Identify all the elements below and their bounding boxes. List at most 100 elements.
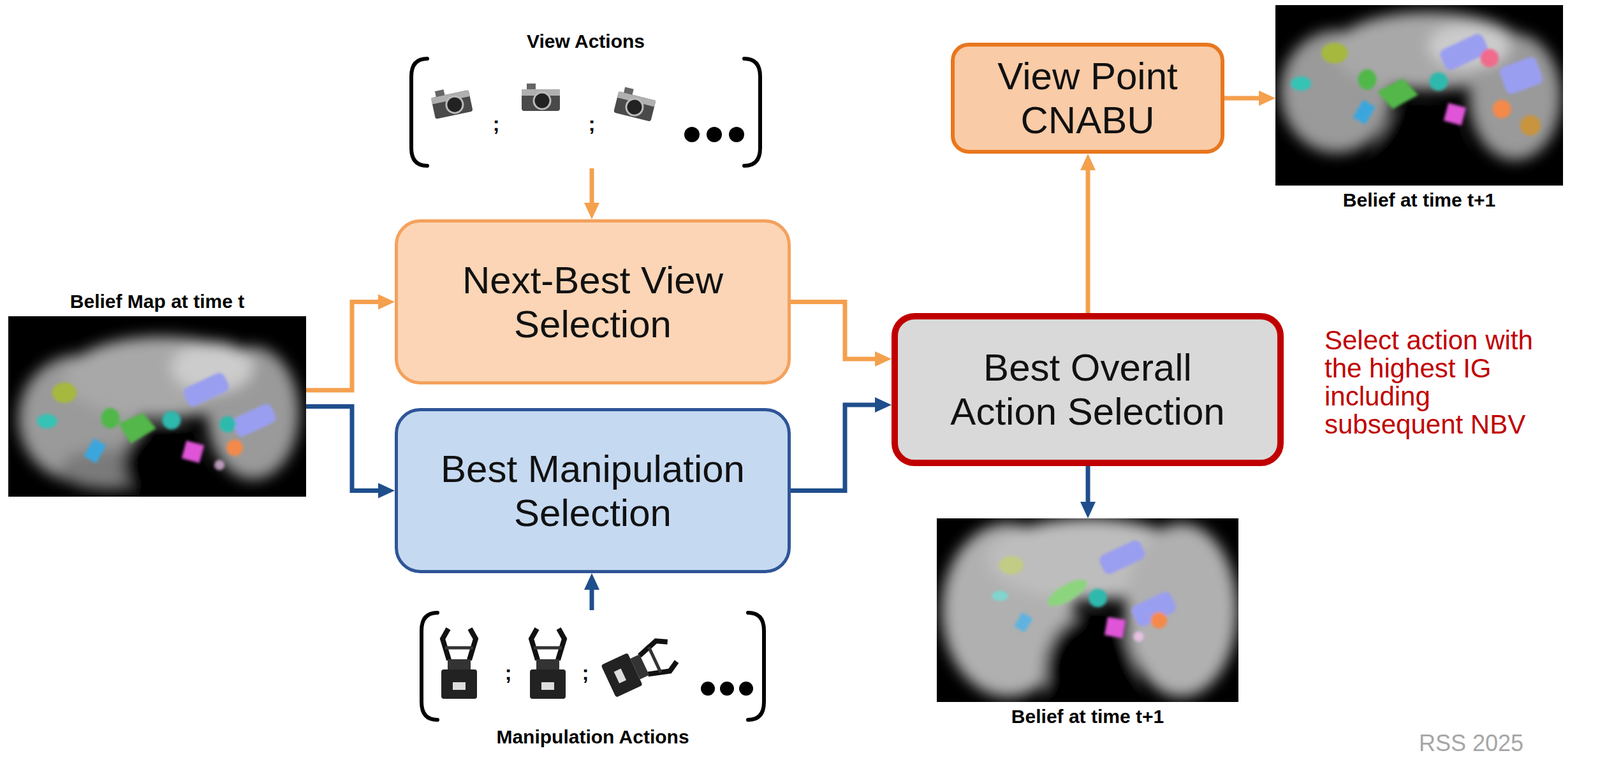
flow-arrow: [1086, 466, 1091, 502]
illustration-part: [1358, 69, 1377, 90]
illustration-part: [1429, 72, 1448, 92]
box-label: Best Manipulation Selection: [410, 447, 775, 536]
belief-map: Belief Map at time t: [8, 316, 307, 497]
illustration-part: [1497, 55, 1544, 96]
illustration-part: [541, 682, 555, 690]
illustration-part: [431, 89, 474, 120]
illustration-part: [452, 682, 466, 690]
illustration-part: [533, 92, 551, 110]
ellipsis-dots: [684, 126, 745, 143]
illustration-part: [36, 371, 279, 471]
illustration-part: [1133, 631, 1144, 643]
illustration-part: [181, 371, 231, 409]
box-label: View Point CNABU: [967, 54, 1208, 143]
image-heading: Belief at time t+1: [1343, 189, 1496, 212]
camera-icon: [521, 83, 560, 111]
illustration-part: [941, 518, 1238, 728]
illustration-part: [1480, 49, 1499, 68]
illustration-part: [411, 58, 428, 166]
illustration-part: [1377, 78, 1419, 110]
selection-box: Best Overall Action Selection: [891, 313, 1284, 467]
illustration-part: [700, 681, 715, 696]
illustration-part: [1492, 100, 1512, 119]
manipulation-actions-bracket: [421, 612, 764, 720]
illustration-part: [181, 440, 205, 463]
illustration-part: [421, 612, 438, 720]
illustration-part: [441, 669, 478, 699]
ellipsis-dots: [700, 681, 754, 696]
illustration-part: [1520, 115, 1541, 136]
flow-arrow: [790, 302, 875, 360]
illustration-part: [1097, 538, 1147, 576]
illustration-part: [469, 628, 476, 661]
illustration-part: [998, 556, 1023, 575]
camera-icon: [429, 84, 474, 120]
action-set: View Actions: [408, 56, 764, 169]
illustration-part: [445, 646, 474, 650]
process-box: Next-Best View Selection: [394, 219, 791, 385]
illustration-part: [533, 646, 562, 650]
illustration-part: [442, 628, 449, 661]
flow-arrow: [1086, 170, 1091, 314]
illustration-part: [706, 126, 722, 143]
illustration-part: [647, 661, 680, 681]
illustration-part: [118, 413, 157, 444]
image-heading: View Actions: [526, 30, 645, 53]
illustration-part: [744, 58, 761, 166]
flow-arrow: [589, 589, 595, 611]
flow-arrow: [1224, 96, 1259, 101]
image-heading: Manipulation Actions: [496, 726, 689, 749]
illustration-part: [526, 83, 536, 90]
illustration-part: [600, 653, 643, 698]
flow-arrow: [306, 302, 379, 391]
illustration-part: [536, 659, 560, 670]
illustration-part: [557, 628, 565, 661]
illustration-part: [613, 91, 656, 122]
illustration-part: [1321, 42, 1349, 64]
illustration-part: [1438, 31, 1491, 73]
illustration-part: [1352, 99, 1375, 125]
camera-icon: [613, 86, 658, 122]
illustration-part: [214, 459, 225, 470]
illustration-part: [719, 681, 734, 696]
belief-map-image: [936, 518, 1239, 728]
gripper-icon: [600, 635, 680, 698]
illustration-part: [1290, 76, 1312, 91]
illustration-part: [101, 408, 120, 429]
illustration-part: [1469, 33, 1562, 161]
flow-arrow: [589, 168, 595, 203]
illustration-part: [531, 628, 538, 661]
note: Select action with the highest IG includ…: [1324, 326, 1567, 439]
separator: ;: [505, 661, 513, 685]
action-set: Manipulation Actions: [418, 610, 768, 723]
illustration-part: [1280, 12, 1562, 187]
illustration-part: [614, 668, 627, 684]
illustration-part: [161, 411, 181, 430]
watermark: RSS 2025: [1418, 730, 1524, 757]
illustration-part: [728, 126, 745, 143]
illustration-part: [36, 413, 58, 428]
illustration-part: [991, 591, 1009, 602]
separator: ;: [492, 112, 500, 136]
belief-map-image: [8, 316, 307, 506]
belief-map-image: [1275, 5, 1564, 187]
illustration-part: [739, 681, 754, 696]
flow-arrow: [306, 406, 379, 492]
flow-arrow: [790, 404, 875, 492]
illustration-part: [1088, 588, 1108, 608]
illustration-part: [748, 612, 764, 720]
belief-map: Belief at time t+1: [1275, 5, 1564, 186]
image-heading: Belief at time t+1: [1011, 705, 1164, 728]
box-label: Next-Best View Selection: [410, 258, 775, 347]
illustration-part: [447, 659, 471, 670]
illustration-part: [521, 89, 560, 111]
illustration-part: [230, 401, 278, 439]
illustration-part: [1151, 612, 1168, 629]
illustration-part: [684, 126, 700, 143]
image-heading: Belief Map at time t: [70, 290, 245, 313]
process-box: View Point CNABU: [950, 42, 1225, 154]
illustration-part: [1043, 574, 1092, 611]
illustration-part: [1013, 612, 1033, 633]
illustration-part: [444, 95, 465, 115]
